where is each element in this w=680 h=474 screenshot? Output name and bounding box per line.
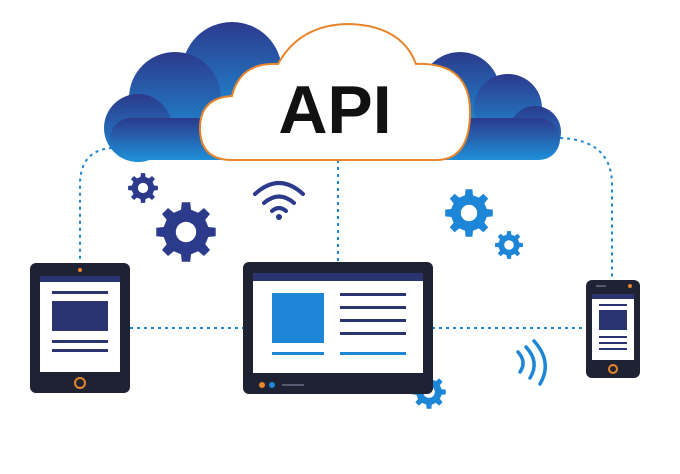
tablet-home-button [74, 377, 86, 389]
gear-icon [445, 189, 493, 237]
api-cloud: API [104, 22, 561, 162]
connector-right [559, 137, 613, 280]
tablet-icon [30, 263, 130, 393]
gear-icon [495, 231, 523, 259]
gears-layer [128, 173, 523, 409]
api-label: API [278, 72, 391, 148]
signal-waves-icon [516, 339, 547, 386]
smartphone-icon [586, 280, 640, 378]
phone-home-button [608, 364, 618, 374]
wifi-icon [253, 181, 305, 220]
connector-lines [79, 137, 613, 329]
gear-icon [156, 202, 216, 262]
gear-icon [128, 173, 158, 203]
connector-left [79, 147, 113, 262]
cloud-icon [198, 22, 472, 161]
laptop-icon [243, 262, 433, 394]
